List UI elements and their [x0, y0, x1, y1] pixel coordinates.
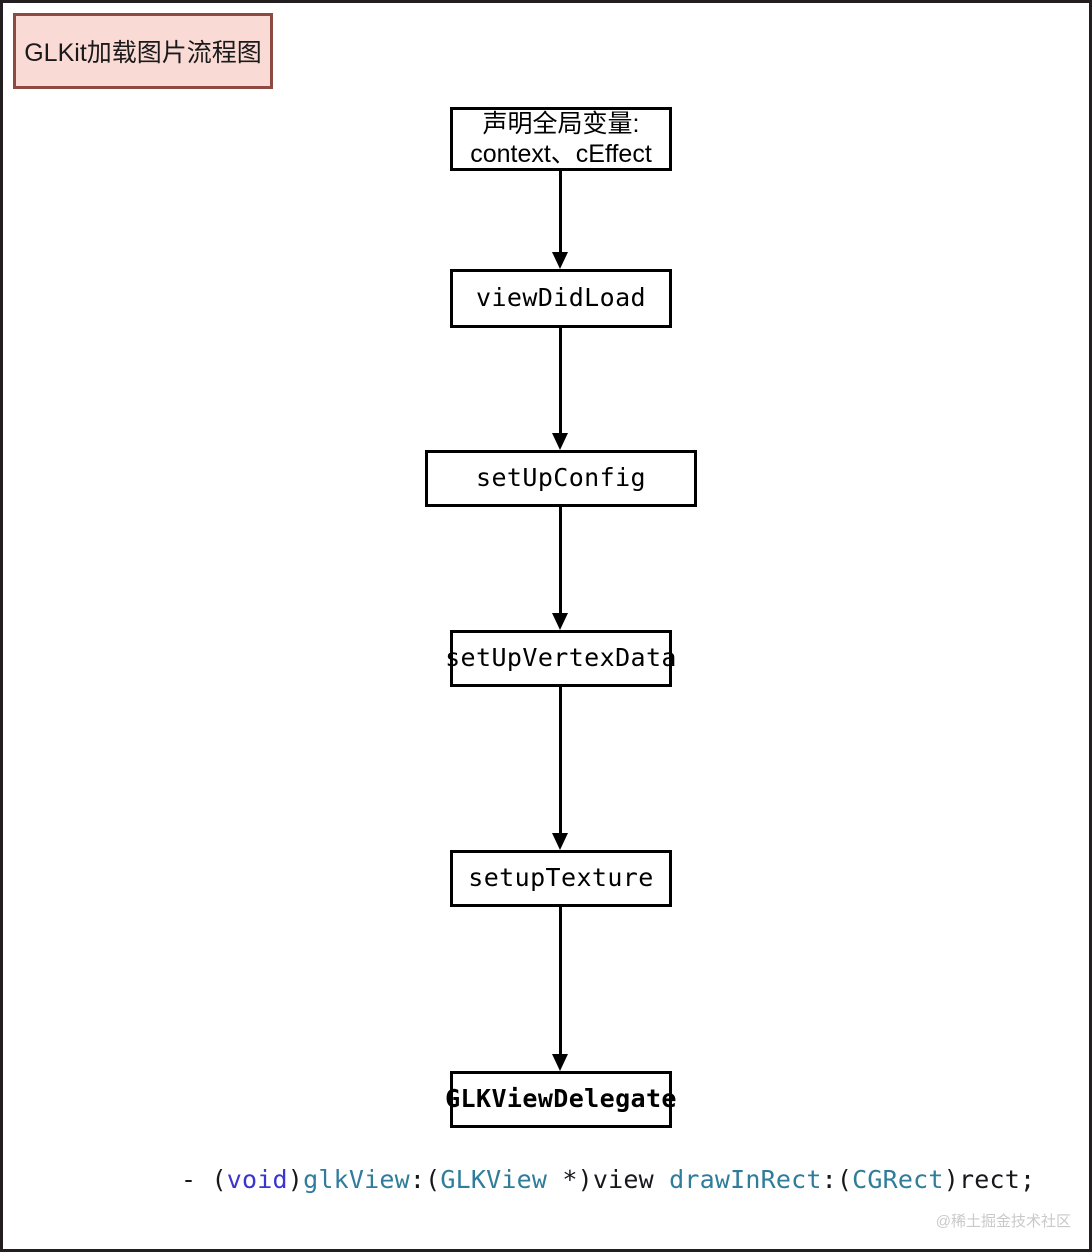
flow-node-setUpVertexData[interactable]: setUpVertexData — [445, 630, 676, 687]
flow-node-setupTexture[interactable]: setupTexture — [450, 850, 672, 907]
diagram-title-text: GLKit加载图片流程图 — [24, 39, 262, 67]
arrow-shaft — [559, 507, 562, 616]
flow-node-label: setUpConfig — [476, 463, 646, 493]
flow-node-viewDidLoad[interactable]: viewDidLoad — [450, 269, 672, 328]
code-token: :( — [409, 1165, 441, 1194]
code-token: view — [592, 1165, 670, 1194]
arrow-head-icon — [552, 1054, 568, 1071]
arrow-shaft — [559, 328, 562, 436]
code-token: drawInRect — [669, 1165, 822, 1194]
watermark-text: @稀土掘金技术社区 — [935, 1213, 1071, 1230]
code-token: void — [226, 1165, 288, 1194]
arrow-head-icon — [552, 833, 568, 850]
flow-node-setUpConfig[interactable]: setUpConfig — [425, 450, 697, 507]
code-token: - — [181, 1165, 212, 1194]
code-token: glkView — [303, 1165, 410, 1194]
diagram-title-badge: GLKit加载图片流程图 — [13, 13, 273, 89]
code-caption: - (void)glkView:(GLKView *)view drawInRe… — [181, 1165, 1035, 1194]
flow-node-globals[interactable]: 声明全局变量:context、cEffect — [450, 107, 672, 171]
arrow-shaft — [559, 907, 562, 1057]
flow-node-label: 声明全局变量: — [482, 109, 640, 138]
code-token: ) — [287, 1165, 304, 1194]
arrow-head-icon — [552, 613, 568, 630]
flow-node-label: setUpVertexData — [445, 643, 677, 673]
code-token: rect; — [958, 1165, 1036, 1194]
arrow-shaft — [559, 687, 562, 836]
flow-node-label: context、cEffect — [470, 140, 652, 168]
code-token: ) — [943, 1165, 959, 1194]
flow-node-label: setupTexture — [468, 863, 654, 893]
arrow-head-icon — [552, 433, 568, 450]
code-token: :( — [821, 1165, 853, 1194]
flow-node-label: viewDidLoad — [476, 283, 646, 313]
flow-node-GLKViewDelegate[interactable]: GLKViewDelegate — [445, 1071, 676, 1128]
arrow-shaft — [559, 171, 562, 255]
arrow-head-icon — [552, 252, 568, 269]
code-token: *) — [547, 1165, 593, 1194]
code-token: CGRect — [852, 1165, 944, 1194]
flow-node-label: GLKViewDelegate — [445, 1084, 677, 1114]
code-token: GLKView — [440, 1165, 548, 1194]
code-token: ( — [211, 1165, 227, 1194]
